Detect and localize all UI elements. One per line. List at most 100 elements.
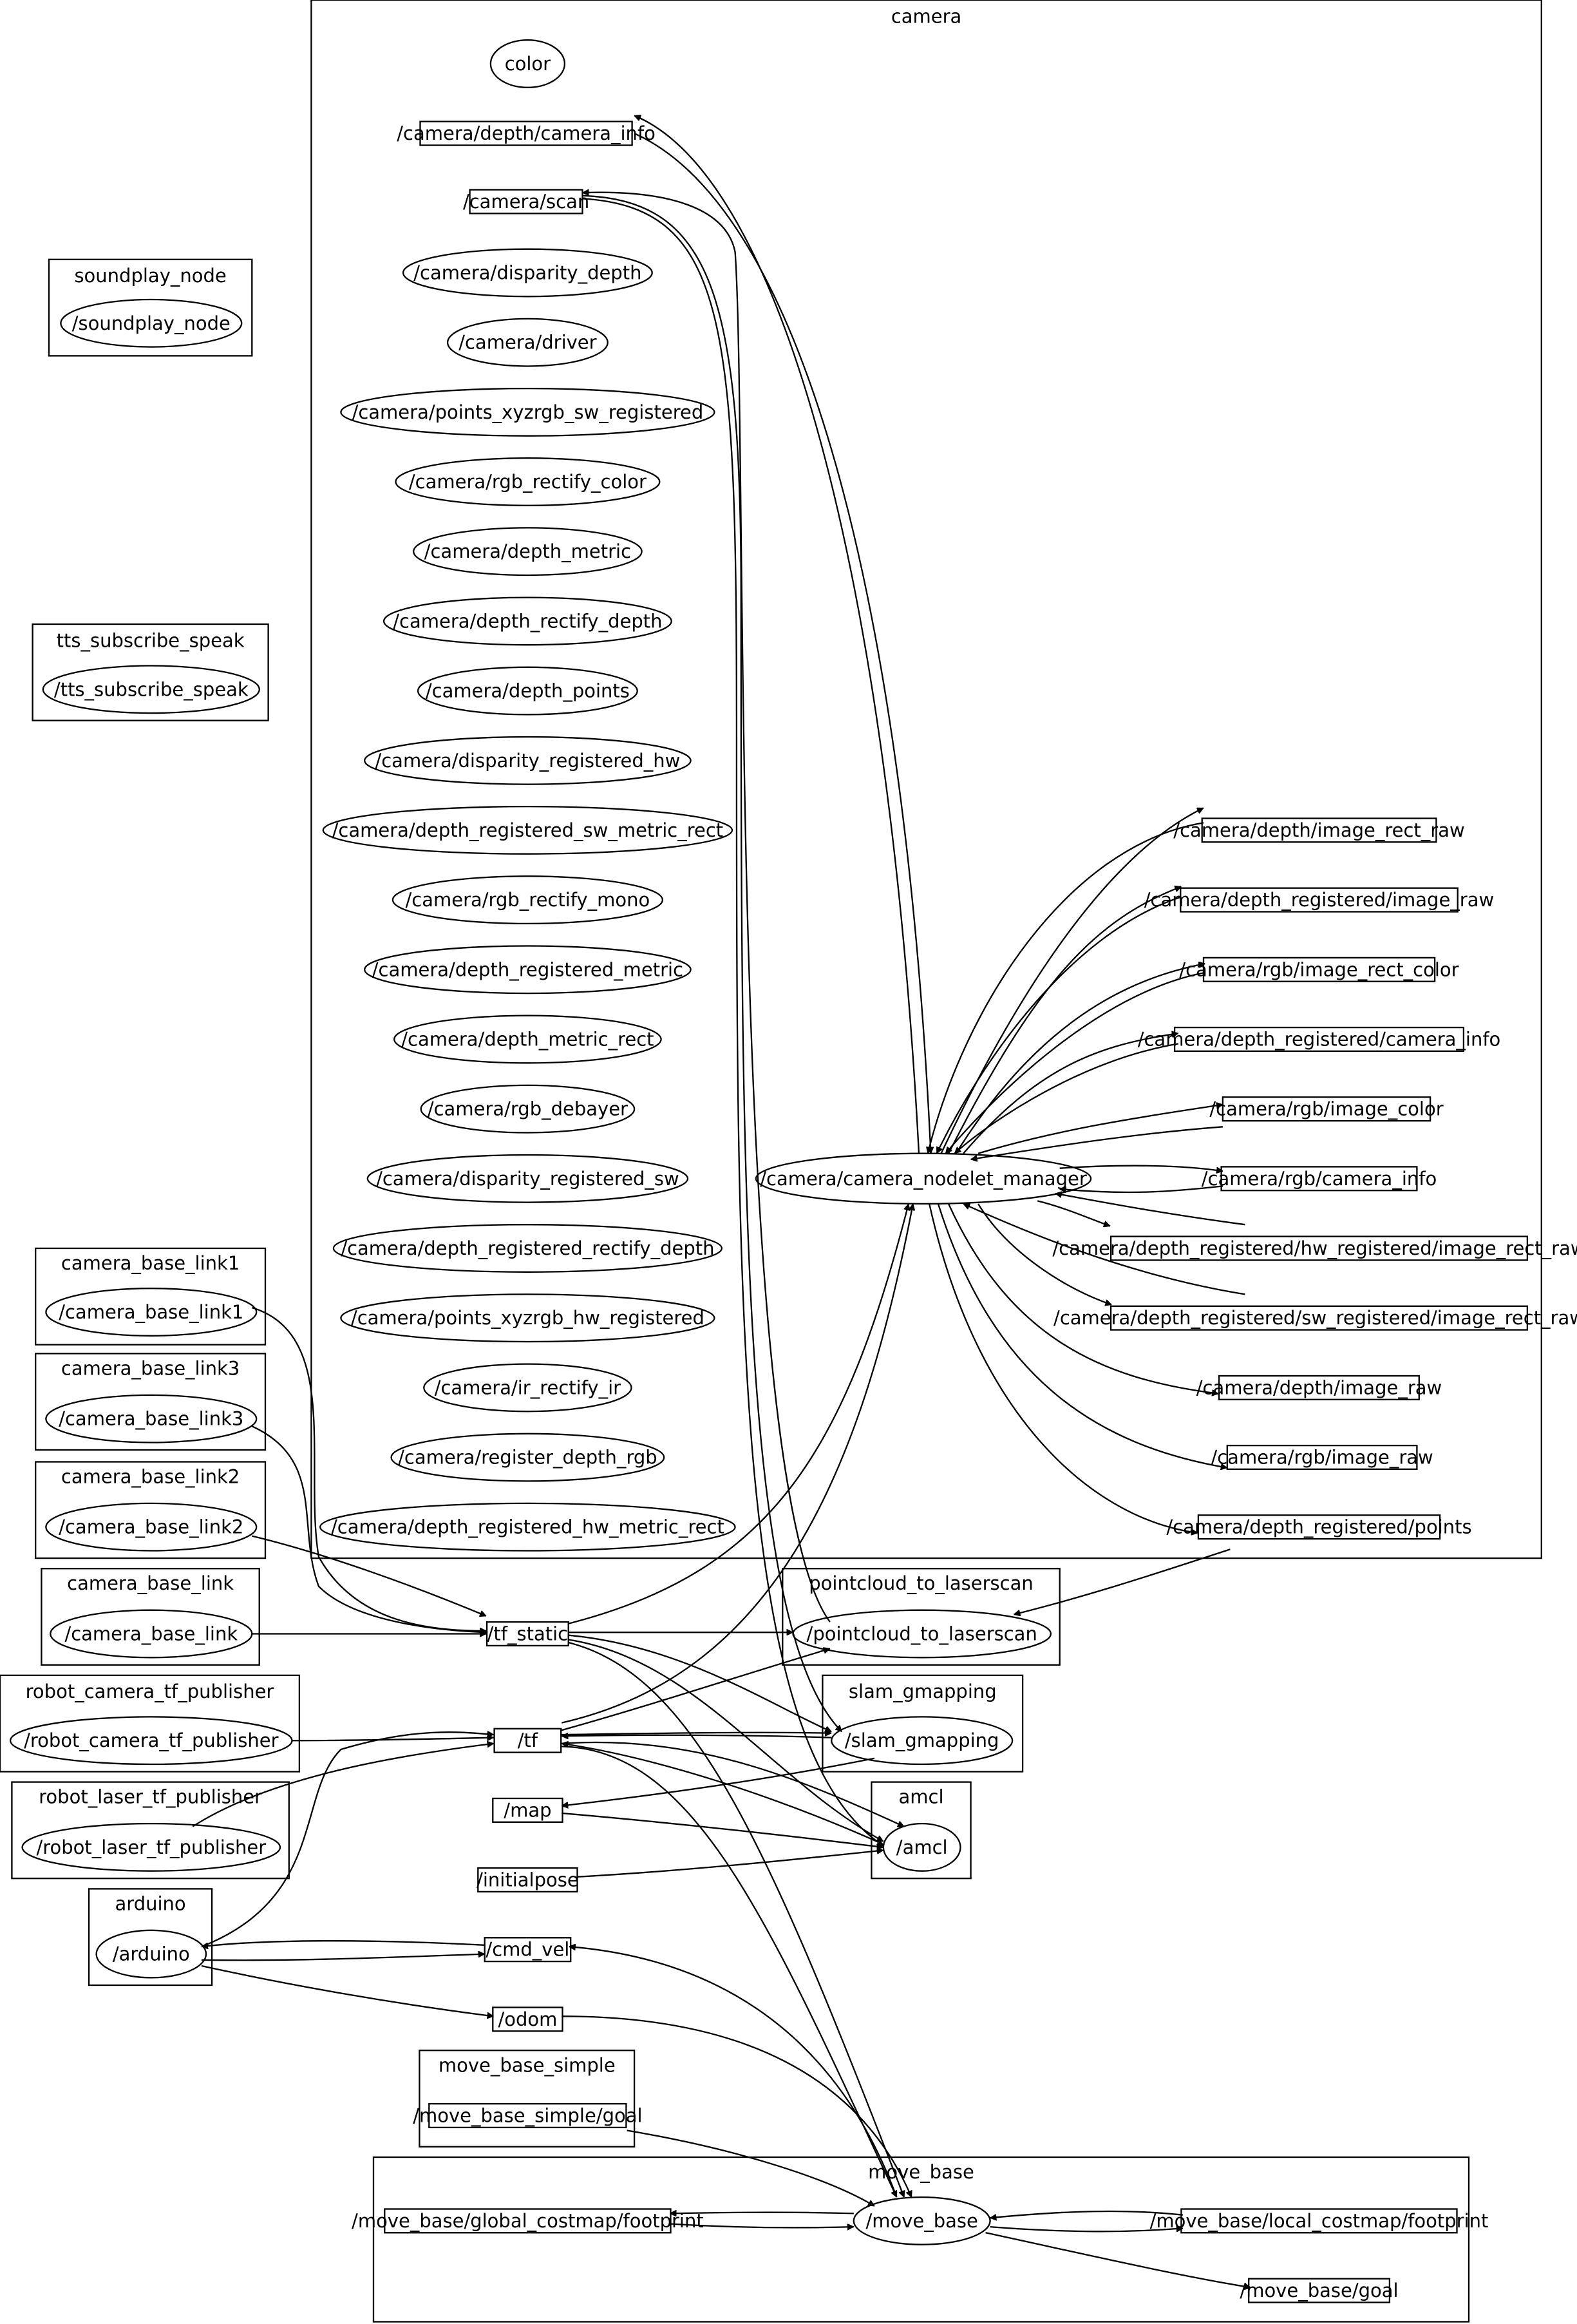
cluster-pointcloud-to-laserscan: pointcloud_to_laserscan: [782, 1568, 1061, 1666]
cluster-label: slam_gmapping: [849, 1681, 997, 1702]
edge-depth-registered-camera-info-to-camera-nodelet-manager: [954, 1043, 1178, 1154]
topic-box: [1197, 1514, 1441, 1540]
topic-rgb-camera-info[interactable]: /camera/rgb/camera_info: [1202, 1166, 1437, 1192]
topic-box: [492, 1797, 563, 1823]
node-points-xyzrgb-hw-registered[interactable]: /camera/points_xyzrgb_hw_registered: [340, 1293, 715, 1343]
topic-camera-scan[interactable]: /camera/scan: [463, 189, 589, 214]
node-soundplay-node[interactable]: /soundplay_node: [60, 298, 243, 348]
node-ellipse: [319, 1502, 736, 1552]
topic-global-costmap-footprint[interactable]: /move_base/global_costmap/footprint: [352, 2208, 704, 2234]
topic-rgb-image-color[interactable]: /camera/rgb/image_color: [1209, 1096, 1444, 1122]
node-disparity-depth[interactable]: /camera/disparity_depth: [402, 248, 653, 298]
node-ellipse: [45, 1502, 258, 1552]
node-label: /camera/depth_registered/camera_info: [1138, 1029, 1501, 1051]
node-rgb-debayer[interactable]: /camera/rgb_debayer: [420, 1084, 636, 1134]
node-points-xyzrgb-sw-registered[interactable]: /camera/points_xyzrgb_sw_registered: [340, 387, 715, 437]
node-label: /move_base: [865, 2210, 977, 2232]
topic-box: [1201, 817, 1437, 843]
node-label: /camera/rgb/image_rect_color: [1179, 958, 1459, 980]
edge-camera-scan-to-slam-gmapping: [582, 195, 843, 1733]
topic-box: [428, 2102, 627, 2129]
topic-depth-registered-points[interactable]: /camera/depth_registered/points: [1166, 1514, 1472, 1540]
node-ellipse: [489, 39, 566, 88]
node-depth-registered-metric[interactable]: /camera/depth_registered_metric: [364, 945, 692, 995]
node-depth-points[interactable]: /camera/depth_points: [417, 666, 638, 716]
topic-odom[interactable]: /odom: [492, 2006, 563, 2032]
node-camera-base-link3[interactable]: /camera_base_link3: [45, 1394, 258, 1443]
cluster-border: [41, 1568, 260, 1666]
edge-depth-camera-info-to-camera-nodelet-manager: [634, 133, 930, 1154]
node-ellipse: [446, 318, 609, 367]
topic-cmd-vel[interactable]: /cmd_vel: [484, 1937, 572, 1963]
node-label: /camera/depth/image_rect_raw: [1173, 819, 1464, 841]
node-label: /camera/disparity_depth: [413, 262, 641, 284]
node-ellipse: [340, 387, 715, 437]
topic-depth-registered-image-raw[interactable]: /camera/depth_registered/image_raw: [1144, 887, 1494, 913]
topic-depth-registered-camera-info[interactable]: /camera/depth_registered/camera_info: [1138, 1026, 1501, 1052]
node-label: /camera_base_link1: [59, 1301, 243, 1323]
node-tts-subscribe-speak[interactable]: /tts_subscribe_speak: [42, 665, 260, 714]
cluster-camera-base-link2: camera_base_link2: [35, 1461, 267, 1559]
cluster-tts-subscribe-speak: tts_subscribe_speak: [32, 623, 269, 721]
topic-box: [477, 1867, 578, 1893]
node-disparity-registered-hw[interactable]: /camera/disparity_registered_hw: [364, 736, 692, 785]
node-ellipse: [382, 596, 672, 646]
topic-tf-static[interactable]: /tf_static: [486, 1621, 569, 1647]
node-camera-driver[interactable]: /camera/driver: [446, 318, 609, 367]
node-ellipse: [413, 527, 643, 576]
node-disparity-registered-sw[interactable]: /camera/disparity_registered_sw: [366, 1154, 689, 1203]
node-camera-base-link1[interactable]: /camera_base_link1: [45, 1288, 258, 1337]
node-rgb-rectify-color[interactable]: /camera/rgb_rectify_color: [395, 457, 661, 506]
topic-sw-registered-image-rect-raw[interactable]: /camera/depth_registered/sw_registered/i…: [1053, 1305, 1577, 1331]
topic-box: [1220, 1166, 1418, 1192]
topic-initialpose[interactable]: /initialpose: [477, 1867, 579, 1893]
node-camera-nodelet-manager[interactable]: /camera/camera_nodelet_manager: [755, 1152, 1092, 1205]
node-register-depth-rgb[interactable]: /camera/register_depth_rgb: [390, 1433, 665, 1482]
edge-arduino-to-cmd-vel: [201, 1954, 485, 1961]
node-depth-metric[interactable]: /camera/depth_metric: [413, 527, 643, 576]
node-robot-camera-tf-publisher[interactable]: /robot_camera_tf_publisher: [9, 1716, 293, 1766]
node-label: /camera_base_link: [64, 1623, 238, 1645]
node-arduino[interactable]: /arduino: [95, 1929, 207, 1979]
node-depth-rectify-depth[interactable]: /camera/depth_rectify_depth: [382, 596, 672, 646]
topic-move-base-goal[interactable]: /move_base/goal: [1240, 2278, 1399, 2303]
node-camera-base-link[interactable]: /camera_base_link: [50, 1609, 253, 1659]
topic-depth-image-rect-raw[interactable]: /camera/depth/image_rect_raw: [1173, 817, 1465, 843]
node-label: color: [505, 53, 551, 75]
edge-camera-nodelet-manager-to-rgb-camera-info: [1059, 1165, 1223, 1172]
node-label: /camera_base_link3: [59, 1408, 243, 1430]
topic-rgb-image-rect-color[interactable]: /camera/rgb/image_rect_color: [1179, 957, 1459, 982]
edge-sw-registered-image-rect-raw-to-camera-nodelet-manager: [963, 1203, 1245, 1295]
cluster-border: [782, 1568, 1061, 1666]
topic-local-costmap-footprint[interactable]: /move_base/local_costmap/footprint: [1150, 2208, 1489, 2234]
topic-depth-camera-info[interactable]: /camera/depth/camera_info: [397, 120, 656, 146]
node-amcl[interactable]: /amcl: [882, 1822, 961, 1872]
node-depth-registered-rectify-depth[interactable]: /camera/depth_registered_rectify_depth: [332, 1224, 723, 1273]
node-depth-registered-hw-metric-rect[interactable]: /camera/depth_registered_hw_metric_rect: [319, 1502, 736, 1552]
node-move-base[interactable]: /move_base: [853, 2196, 991, 2245]
node-camera-base-link2[interactable]: /camera_base_link2: [45, 1502, 258, 1552]
topic-tf[interactable]: /tf: [493, 1728, 562, 1753]
node-pointcloud-to-laserscan[interactable]: /pointcloud_to_laserscan: [792, 1609, 1052, 1659]
topic-rgb-image-raw[interactable]: /camera/rgb/image_raw: [1211, 1444, 1433, 1471]
topic-depth-image-raw[interactable]: /camera/depth/image_raw: [1196, 1375, 1442, 1400]
cluster-camera-base-link3: camera_base_link3: [35, 1353, 267, 1451]
cluster-border: [0, 1674, 301, 1773]
node-robot-laser-tf-publisher[interactable]: /robot_laser_tf_publisher: [21, 1822, 281, 1872]
node-color[interactable]: color: [489, 39, 566, 88]
node-depth-metric-rect[interactable]: /camera/depth_metric_rect: [393, 1014, 662, 1064]
node-depth-registered-sw-metric-rect[interactable]: /camera/depth_registered_sw_metric_rect: [322, 805, 733, 855]
node-ir-rectify-ir[interactable]: /camera/ir_rectify_ir: [423, 1363, 632, 1413]
cluster-label: pointcloud_to_laserscan: [809, 1572, 1034, 1594]
node-label: /camera/depth_metric_rect: [401, 1029, 654, 1051]
topic-hw-registered-image-rect-raw[interactable]: /camera/depth_registered/hw_registered/i…: [1052, 1235, 1577, 1261]
cluster-border: [48, 258, 253, 357]
node-slam-gmapping[interactable]: /slam_gmapping: [831, 1716, 1014, 1766]
edge-tf-static-to-amcl: [569, 1639, 883, 1842]
node-ellipse: [364, 945, 692, 995]
topic-move-base-simple-goal[interactable]: /move_base_simple/goal: [413, 2102, 643, 2129]
topic-map[interactable]: /map: [492, 1797, 563, 1823]
cluster-border: [419, 2050, 636, 2148]
node-rgb-rectify-mono[interactable]: /camera/rgb_rectify_mono: [392, 875, 664, 925]
cluster-arduino: arduino: [88, 1888, 213, 1986]
